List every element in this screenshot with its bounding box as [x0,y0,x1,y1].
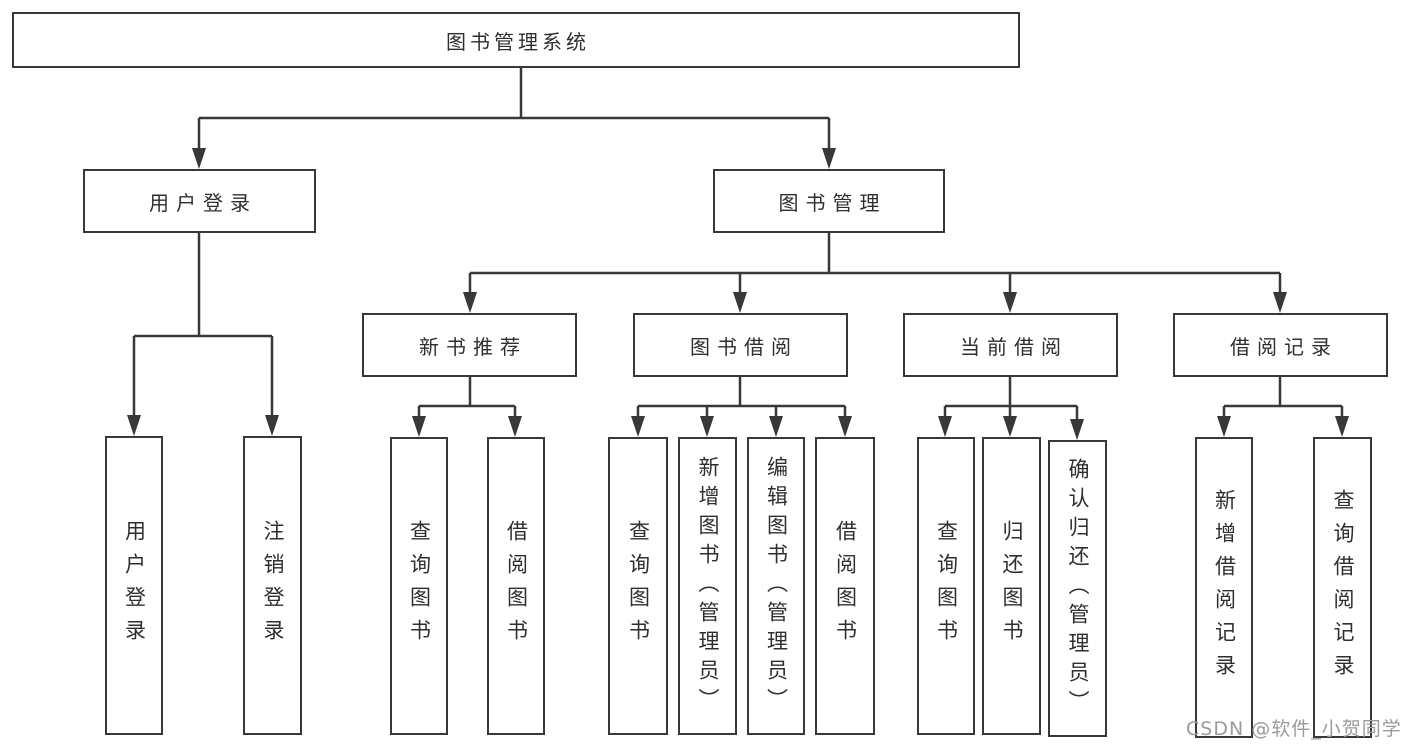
leaf-br-query-record: 查询借阅记录 [1313,437,1372,738]
leaf-nbr-query-books: 查询图书 [390,437,448,735]
leaf-bb-query-books-label: 查询图书 [626,520,651,652]
leaf-user-login-label: 用户登录 [122,519,147,652]
root-node: 图书管理系统 [12,12,1020,68]
group-borrow-records: 借阅记录 [1173,313,1388,377]
root-node-label: 图书管理系统 [446,29,590,54]
leaf-bb-borrow-books: 借阅图书 [815,437,875,735]
leaf-br-add-record-label: 新增借阅记录 [1212,488,1237,687]
leaf-nbr-borrow-books: 借阅图书 [487,437,545,735]
leaf-bb-add-books-admin-label: 新增图书（管理员） [696,455,720,717]
arrowheads [127,148,1349,440]
branch-user-login-label: 用户登录 [149,190,257,215]
leaf-nbr-borrow-books-label: 借阅图书 [504,520,529,652]
group-book-borrow: 图书借阅 [633,313,848,377]
leaf-bb-borrow-books-label: 借阅图书 [833,520,858,652]
branch-book-mgmt-label: 图书管理 [778,190,887,215]
group-new-book-rec: 新书推荐 [362,313,577,377]
leaf-bb-edit-books-admin: 编辑图书（管理员） [747,437,805,735]
leaf-bb-add-books-admin: 新增图书（管理员） [678,437,737,735]
leaf-br-add-record: 新增借阅记录 [1195,437,1253,738]
leaf-cb-query-books: 查询图书 [917,437,975,735]
group-new-book-rec-label: 新书推荐 [419,334,527,359]
leaf-cb-confirm-return-admin: 确认归还（管理员） [1048,440,1107,737]
leaf-cb-return-books-label: 归还图书 [1000,520,1024,652]
csdn-watermark: CSDN @软件_小贺同学 [1186,718,1402,740]
leaf-cb-query-books-label: 查询图书 [934,520,959,652]
leaf-nbr-query-books-label: 查询图书 [407,520,432,652]
leaf-cb-return-books: 归还图书 [982,437,1041,735]
group-current-borrow-label: 当前借阅 [960,334,1068,359]
leaf-bb-edit-books-admin-label: 编辑图书（管理员） [764,455,789,717]
leaf-user-login: 用户登录 [105,436,163,735]
leaf-cb-confirm-return-admin-label: 确认归还（管理员） [1066,458,1090,719]
leaf-logout-label: 注销登录 [261,519,285,652]
leaf-bb-query-books: 查询图书 [608,437,668,735]
group-current-borrow: 当前借阅 [903,313,1118,377]
leaf-br-query-record-label: 查询借阅记录 [1331,488,1355,687]
leaf-logout: 注销登录 [243,436,302,735]
branch-book-mgmt: 图书管理 [713,169,945,233]
branch-user-login: 用户登录 [83,169,316,233]
group-book-borrow-label: 图书借阅 [690,334,798,359]
group-borrow-records-label: 借阅记录 [1230,334,1338,359]
